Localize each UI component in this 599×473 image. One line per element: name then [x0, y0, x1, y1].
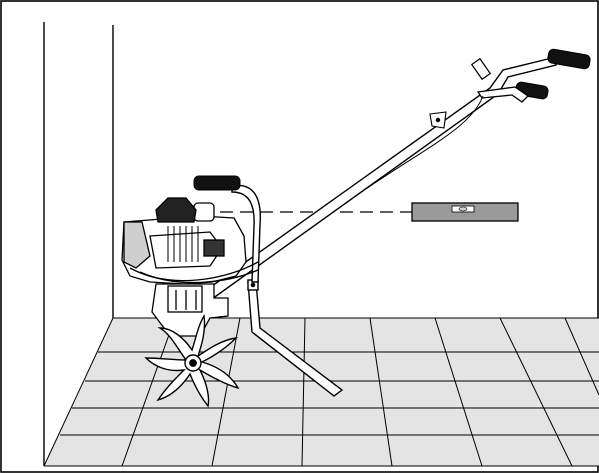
lifting-handle	[193, 175, 262, 283]
handlebar-tube	[196, 57, 558, 305]
lifting-handle-grip	[193, 175, 241, 191]
carburetor	[203, 239, 225, 257]
engine-shroud-line-2	[139, 269, 259, 284]
handle-clamp	[470, 57, 492, 81]
handle-grips	[349, 48, 591, 201]
transmission-cover	[167, 285, 203, 313]
fuel-tank	[123, 221, 151, 269]
room-walls	[43, 22, 114, 466]
engine-fins	[167, 226, 199, 262]
tine-hub-center	[189, 359, 197, 367]
spirit-level	[411, 202, 519, 222]
transmission-housing	[151, 283, 229, 337]
level-bubble	[458, 206, 468, 212]
engine	[121, 197, 259, 285]
handle-bolt	[435, 117, 441, 123]
rear-handle-grip	[547, 48, 591, 70]
tiller-tine	[144, 313, 240, 408]
engine-body	[121, 215, 247, 285]
air-filter-cap	[193, 202, 215, 222]
tiled-floor	[43, 317, 599, 467]
engine-detail	[149, 231, 223, 269]
recoil-starter	[155, 197, 197, 223]
throttle-cable	[349, 95, 484, 201]
